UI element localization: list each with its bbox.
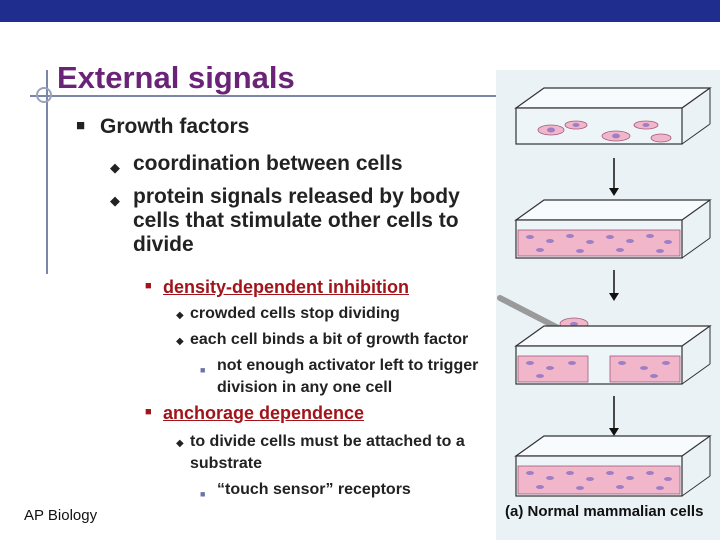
diamond-bullet-icon: ◆ <box>176 310 184 321</box>
heading-density-dependent-inhibition: ■ density-dependent inhibition <box>145 277 409 298</box>
square-bullet-icon: ■ <box>76 117 86 134</box>
bullet-text: each cell binds a bit of growth factor <box>190 331 469 348</box>
square-bullet-icon: ■ <box>145 280 152 292</box>
petri-dish-scraped <box>514 325 712 385</box>
bullet-crowded-cells: ◆ crowded cells stop dividing <box>176 303 400 325</box>
top-bar <box>0 0 720 22</box>
bullet-growth-factors: ■ Growth factors <box>76 115 250 139</box>
figure-caption: (a) Normal mammalian cells <box>505 503 704 520</box>
bullet-text: density-dependent inhibition <box>163 277 409 297</box>
bullet-text: crowded cells stop dividing <box>190 305 400 322</box>
petri-dish-sparse <box>514 87 712 145</box>
bullet-text: anchorage dependence <box>163 403 365 423</box>
bullet-coordination: ◆ coordination between cells <box>110 152 403 176</box>
cell-culture-figure <box>496 70 720 540</box>
petri-dish-refilled <box>514 435 712 497</box>
arrow-down-icon <box>609 270 619 301</box>
footer-label: AP Biology <box>24 507 98 524</box>
bullet-text: Growth factors <box>100 115 250 138</box>
square-bullet-icon: ■ <box>200 489 206 499</box>
bullet-text: not enough activator left to trigger div… <box>217 357 479 396</box>
bullet-text: protein signals released by body cells t… <box>133 185 460 256</box>
title-rule-horizontal <box>30 95 500 97</box>
bullet-text: “touch sensor” receptors <box>217 481 411 498</box>
bullet-attached-substrate: ◆ to divide cells must be attached to a … <box>176 431 500 475</box>
diamond-bullet-icon: ◆ <box>110 193 120 208</box>
arrow-down-icon <box>609 158 619 196</box>
bullet-binds-growth-factor: ◆ each cell binds a bit of growth factor <box>176 329 469 351</box>
bullet-text: coordination between cells <box>133 152 403 175</box>
slide-title: External signals <box>57 60 295 95</box>
crosshair-circle <box>36 87 52 103</box>
diamond-bullet-icon: ◆ <box>176 336 184 347</box>
bullet-text: to divide cells must be attached to a su… <box>190 433 465 472</box>
square-bullet-icon: ■ <box>145 406 152 418</box>
bullet-touch-sensor: ■ “touch sensor” receptors <box>200 479 411 501</box>
bullet-not-enough-activator: ■ not enough activator left to trigger d… <box>200 355 487 399</box>
bullet-protein-signals: ◆ protein signals released by body cells… <box>110 185 493 257</box>
arrow-down-icon <box>609 396 619 436</box>
square-bullet-icon: ■ <box>200 365 206 375</box>
diamond-bullet-icon: ◆ <box>176 438 184 449</box>
heading-anchorage-dependence: ■ anchorage dependence <box>145 403 365 424</box>
petri-dish-confluent <box>514 199 712 259</box>
diamond-bullet-icon: ◆ <box>110 160 120 175</box>
title-rule-vertical <box>46 70 48 274</box>
